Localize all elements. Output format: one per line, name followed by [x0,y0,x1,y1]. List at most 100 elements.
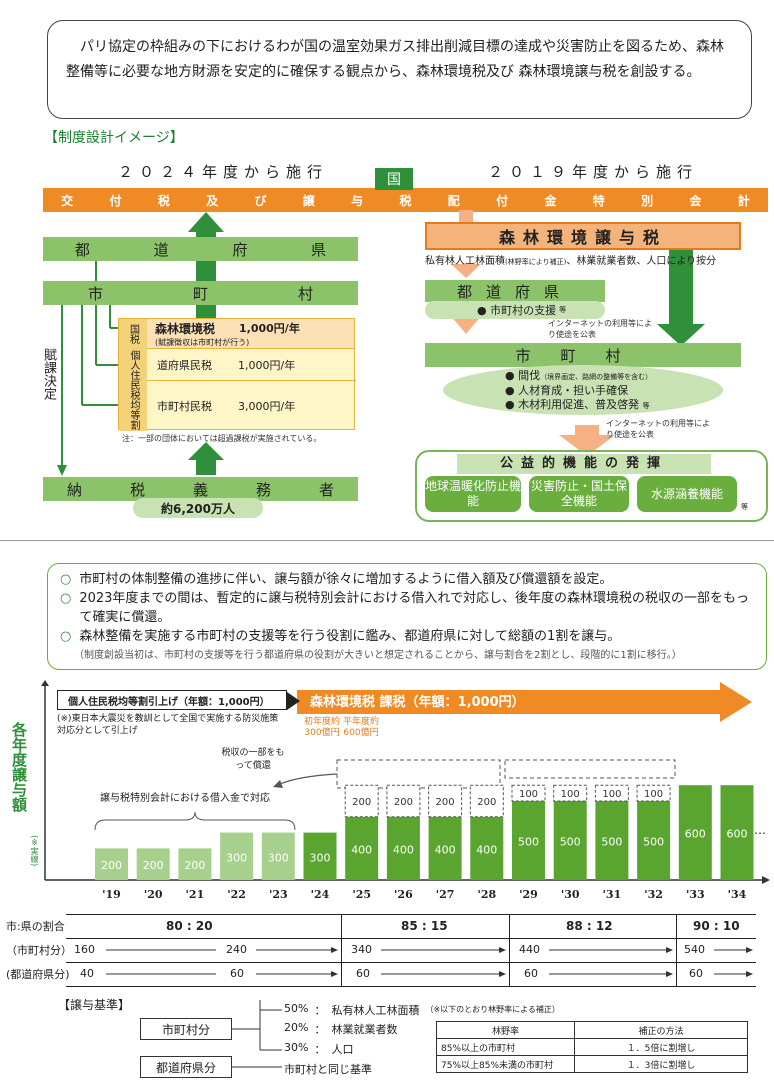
kijun-title: 【譲与基準】 [58,998,131,1012]
kouhu-char: 交 [61,193,74,208]
kijun-note: （※以下のとおり林野率による補正） [425,1005,560,1014]
muni-340: 340 [351,943,372,956]
bar-'24 [303,832,337,880]
muni-tax-amount: 3,000円/年 [238,400,296,413]
intro-box: パリ協定の枠組みの下におけるわが国の温室効果ガス排出削減目標の達成や災害防止を図… [47,20,752,119]
chart-ylabel: 各年度譲与額 [10,722,28,812]
ratio-group-3: 88 : 12 [566,919,613,933]
left-prefecture-band: 都 道 府 県 [43,237,358,261]
kouhu-char: び [254,193,267,208]
left-year-head: ２０２４年度から施行 [118,163,329,181]
dashed-bar-value-label: 100 [644,789,663,800]
x-tick-label: '22 [227,888,246,901]
kojin-label: 個人住民税均等割 [119,349,147,431]
kouhu-char: 税 [157,193,170,208]
pref-60b: 60 [356,967,370,980]
pref-tax-name: 道府県民税 [157,358,212,372]
pref-char: 府 [232,240,248,259]
bar-'28 [470,816,504,880]
func-tou: 等 [741,503,748,511]
dashed-bar-'25 [344,784,379,818]
chart-ylabel-note: (※実線) [30,835,39,867]
kouhu-char: 金 [544,193,557,208]
muni-char: 村 [297,284,313,303]
bar-'29 [512,801,545,880]
bar-'22 [220,832,254,880]
kouhu-char: 別 [641,193,654,208]
taxpayer-band: 納 税 義 務 者 [43,477,358,501]
dashed-bar-value-label: 200 [477,797,496,808]
kijun-line-1: 50%：私有林人工林面積（※以下のとおり林野率による補正） [284,1002,560,1018]
muni-bullet-small: （境界画定、路網の整備等を含む） [540,373,653,381]
bar-'34 [720,785,754,880]
repay-arrow-head [273,780,283,788]
bar-value-label: 500 [560,836,581,849]
x-tick-label: '25 [352,888,371,901]
arrow1-text: 個人住民税均等割引上げ（年額：1,000円） [68,696,270,708]
dashed-bar-value-label: 100 [519,789,538,800]
func-title: 公益的機能の発揮 [457,454,711,474]
dashed-bar-value-label: 200 [436,797,455,808]
right-diagram-arrows [451,210,705,456]
dashed-bar-'30 [553,784,588,802]
bar-value-label: 200 [143,859,164,872]
shinrin-tax-name: 森林環境税 [155,321,216,336]
bar-value-label: 300 [310,851,331,864]
muni-bullet: ● 人材育成・担い手確保 [505,384,629,397]
bar-'33 [678,785,712,880]
pref-char: 道 [153,240,169,259]
bar-value-label: 300 [268,851,289,864]
taxpayer-char: 納 [66,480,82,499]
bar-value-label: 500 [601,836,622,849]
kouhu-char: 配 [447,193,460,208]
dashed-bar-value-label: 100 [561,789,580,800]
x-tick-label: '32 [644,888,663,901]
bar-value-label: 500 [518,836,539,849]
shinrin-tax-note: (賦課徴収は市町村が行う) [155,337,250,347]
bar-'21 [178,848,212,880]
dashed-bar-value-label: 200 [352,797,371,808]
kijun-pct: 20% [284,1021,309,1034]
muni-bullet-small: 等 [642,402,650,410]
joyo-tax-box: 森林環境譲与税 [425,222,741,250]
right-year-head: ２０１９年度から施行 [488,163,699,181]
kijun-sep: ： [314,1004,326,1017]
bullet-2: ○2023年度までの間は、暫定的に譲与税特別会計における借入れで対応し、後年度の… [60,589,754,627]
bullet-3: ○森林整備を実施する市町村の支援等を行う役割に鑑み、都道府県に対して総額の1割を… [60,627,754,646]
joyo-basis-line: 私有林人工林面積(林野率により補正)、林業就業者数、人口により按分 [425,252,716,267]
fuka-label: 賦課決定 [41,348,56,400]
bar-'23 [261,832,295,880]
right-muni-ellipse: ● 間伐（境界画定、路網の整備等を含む） ● 人材育成・担い手確保 ● 木材利用… [443,365,723,415]
kouhu-char: 与 [351,193,364,208]
muni-char: 町 [192,284,208,303]
x-tick-label: '26 [394,888,413,901]
kouhu-char: 計 [737,193,750,208]
taxpayer-char: 務 [255,480,271,499]
func-disaster: 災害防止・国土保全機能 [529,476,629,512]
dashed-bar-'31 [594,784,629,802]
muni-bullet: ● 間伐 [505,369,541,382]
joyo-basis-small: (林野率により補正) [505,258,567,266]
bar-value-label: 300 [226,851,247,864]
bullet-note: （制度創設当初は、市町村の支援等を行う都道府県の役割が大きいと想定されることから… [74,650,682,661]
x-tick-label: '20 [144,888,163,901]
muni-bullet: ● 木材利用促進、普及啓発 [505,398,640,411]
tax-note: 注：一部の団体においては超過課税が実施されている。 [122,434,322,443]
bullets-box: ○市町村の体制整備の進捗に伴い、譲与額が徐々に増加するように借入額及び償還額を設… [47,563,767,670]
muni-240: 240 [226,943,247,956]
dashed-bar-'27 [428,784,463,818]
x-tick-label: '28 [477,888,496,901]
bar-value-label: 200 [184,859,205,872]
right-prefecture-band: 都道府県 [425,280,605,302]
kouhu-char: 付 [496,193,509,208]
pref-tax-amount: 1,000円/年 [238,358,296,372]
x-axis-arrow [762,876,770,884]
arrow1-box: 個人住民税均等割引上げ（年額：1,000円） [57,690,287,710]
x-tick-label: '33 [686,888,705,901]
arrow1-head [287,692,300,710]
bar-value-label: 400 [435,843,456,856]
kouhu-char: 会 [689,193,702,208]
kouhu-char: 特 [592,193,605,208]
bullet-mark: ○ [60,629,72,644]
kijun-sep: ： [314,1043,326,1056]
